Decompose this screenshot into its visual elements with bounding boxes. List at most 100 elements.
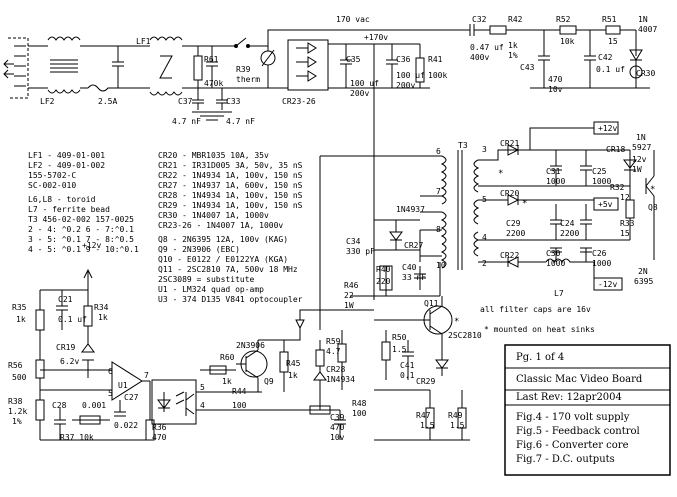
label-c41-val: 0.1 xyxy=(400,371,415,380)
part-t3-r2: 3 - 5: ^0.1 7 - 8:^0.5 xyxy=(28,235,134,244)
part-cr29: CR29 - 1N4934 1A, 100v, 150 nS xyxy=(158,201,303,210)
secondary-outputs xyxy=(478,121,630,291)
label-c28-val: 0.001 xyxy=(82,401,106,410)
label-c32-val2: 400v xyxy=(470,53,489,62)
q11-output-stage xyxy=(374,296,470,441)
part-q11: Q11 - 2SC2810 7A, 500v 18 MHz xyxy=(158,265,298,274)
transformer-t3 xyxy=(440,150,480,270)
label-4007-top: 4007 xyxy=(638,25,657,34)
part-q8: Q8 - 2N6395 12A, 100v (KAG) xyxy=(158,235,288,244)
part-l7: L7 - ferrite bead xyxy=(28,205,110,214)
label-c41: C41 xyxy=(400,361,415,370)
feedback-network xyxy=(35,268,155,441)
label-2sc2810: 2SC2810 xyxy=(448,331,482,340)
label-c40-val: 33 nF xyxy=(402,273,426,282)
label-cr23-26: CR23-26 xyxy=(282,97,316,106)
label-c31: C31 xyxy=(546,167,561,176)
part-q10: Q10 - E0122 / E0122YA (KGA) xyxy=(158,255,288,264)
label-r48-val: 100 xyxy=(352,409,367,418)
label-r41-val: 100k xyxy=(428,71,447,80)
title-fig4: Fig.4 - 170 volt supply xyxy=(516,412,630,423)
regulator-q8-section xyxy=(623,150,655,260)
label-c35-val1: 100 uf xyxy=(350,79,379,88)
label-r49-val: 1.5 xyxy=(450,421,465,430)
label-r50: R50 xyxy=(392,333,407,342)
label-c43-val2: 10v xyxy=(548,85,563,94)
label-c25: C25 xyxy=(592,167,607,176)
title-block: Pg. 1 of 4 Classic Mac Video Board Last … xyxy=(504,344,671,476)
label-cr29: CR29 xyxy=(416,377,435,386)
label-c33: C33 xyxy=(226,97,241,106)
part-t3: T3 456-02-002 157-0025 xyxy=(28,215,134,224)
filter-caps-x xyxy=(104,45,136,89)
label-r34: R34 xyxy=(94,303,109,312)
label-r42-val1: 1k xyxy=(508,41,518,50)
label-r44-val: 100 xyxy=(232,401,247,410)
part-cr20: CR20 - MBR1035 10A, 35v xyxy=(158,151,269,160)
label-c39-v1: 470 xyxy=(330,423,345,432)
out-plus12v: +12v xyxy=(598,124,617,133)
label-c27-val: 0.022 xyxy=(114,421,138,430)
label-r51-val: 15 xyxy=(608,37,618,46)
label-r56: R56 xyxy=(8,361,23,370)
part-lf2b: 155-5702-C xyxy=(28,171,76,180)
note-filter-caps: all filter caps are 16v xyxy=(480,305,591,314)
label-c24-val: 2200 xyxy=(560,229,579,238)
title-fig6: Fig.6 - Converter core xyxy=(516,440,629,451)
label-r44: R44 xyxy=(232,387,247,396)
label-pin7: 7 xyxy=(144,371,149,380)
label-r38-v1: 1.2k xyxy=(8,407,27,416)
label-c35-val2: 200v xyxy=(350,89,369,98)
label-r32: R32 xyxy=(610,183,625,192)
label-cr27: CR27 xyxy=(404,241,423,250)
label-c29-val: 2200 xyxy=(506,229,525,238)
label-c34-val: 330 pF xyxy=(346,247,375,256)
out-plus5v: +5v xyxy=(598,200,613,209)
label-1n-q: 1N xyxy=(636,133,646,142)
label-r36-val: 470 xyxy=(152,433,167,442)
label-r61-val: 470k xyxy=(204,79,223,88)
c35-c36-r41 xyxy=(328,43,430,300)
label-c37-val: 4.7 nF xyxy=(172,117,201,126)
part-u1: U1 - LM324 quad op-amp xyxy=(158,285,264,294)
lf1-choke xyxy=(136,36,268,96)
label-c21: C21 xyxy=(58,295,73,304)
label-r60: R60 xyxy=(220,353,235,362)
label-r61: R61 xyxy=(204,55,219,64)
label-r36: R36 xyxy=(152,423,167,432)
label-c39-v2: 10v xyxy=(330,433,345,442)
label-5927: 5927 xyxy=(632,143,651,152)
label-r52: R52 xyxy=(556,15,571,24)
fuse-2p5a xyxy=(87,84,116,92)
label-r52-val: 10k xyxy=(560,37,575,46)
label-c24: C24 xyxy=(560,219,575,228)
label-u1: U1 xyxy=(118,381,128,390)
label-fuse: 2.5A xyxy=(98,97,117,106)
bridge-rectifier xyxy=(268,39,329,91)
label-1n4937: 1N4937 xyxy=(396,205,425,214)
label-lf1: LF1 xyxy=(136,37,151,46)
part-q11-sub: 2SC3089 = substitute xyxy=(158,275,255,284)
label-cr30: CR30 xyxy=(636,69,655,78)
title-rev: Last Rev: 12apr2004 xyxy=(516,392,622,403)
pin-2: 2 xyxy=(482,259,487,268)
label-c36: C36 xyxy=(396,55,411,64)
label-c29: C29 xyxy=(506,219,521,228)
label-c33-val: 4.7 nF xyxy=(226,117,255,126)
label-c42-val: 0.1 uf xyxy=(596,65,625,74)
label-c25-val: 1000 xyxy=(592,177,611,186)
pin-7: 7 xyxy=(436,187,441,196)
label-1w: 1W xyxy=(632,165,642,174)
part-t3-r1: 2 - 4: ^0.2 6 - 7:^0.1 xyxy=(28,225,134,234)
lf2-choke xyxy=(28,36,104,94)
label-r34-val: 1k xyxy=(98,313,108,322)
label-c35: C35 xyxy=(346,55,361,64)
label-r38: R38 xyxy=(8,397,23,406)
label-1n4007-top: 1N xyxy=(638,15,648,24)
note-heat-sinks: * mounted on heat sinks xyxy=(484,325,595,334)
part-u3: U3 - 374 D135 V841 optocoupler xyxy=(158,295,303,304)
label-c34: C34 xyxy=(346,237,361,246)
label-r46-v2: 1W xyxy=(344,301,354,310)
ac-input-connector xyxy=(3,37,29,99)
